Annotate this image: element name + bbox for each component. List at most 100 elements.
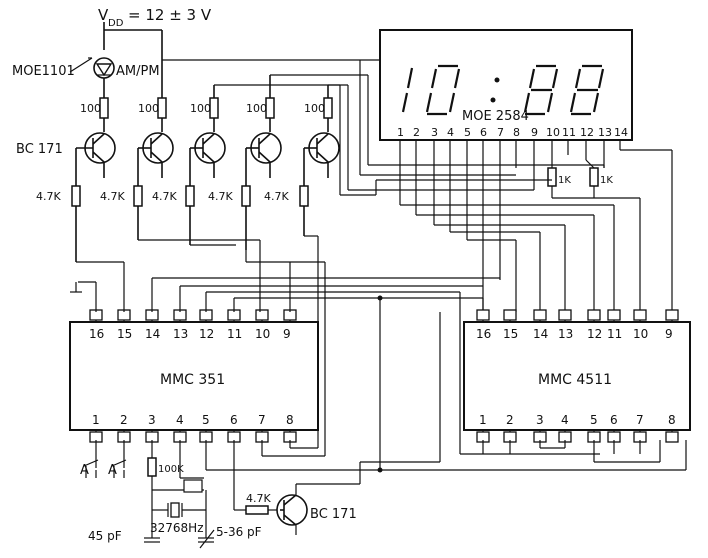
mmc351-bottom-pin-label: 6 (230, 413, 238, 427)
mmc351-top-pin-label: 16 (89, 327, 104, 341)
mmc4511-top-pin-label: 12 (587, 327, 602, 341)
mmc351-bottom-pin-label: 2 (120, 413, 128, 427)
display-pin-leads: 1K 1K (399, 140, 673, 312)
switch-a-2: A (108, 440, 127, 478)
transistor-bottom: BC 171 (276, 494, 357, 526)
display-pin-label: 4 (447, 126, 454, 139)
transistor-3 (190, 132, 226, 164)
resistor-4k7-4 (241, 148, 251, 250)
mmc4511-top-pin-label: 10 (633, 327, 648, 341)
svg-text:BC 171: BC 171 (310, 507, 357, 522)
svg-text:1K: 1K (600, 175, 613, 186)
mmc4511-top-pin-12 (587, 309, 601, 321)
mmc4511-top-pin-16 (476, 309, 490, 321)
svg-text:100K: 100K (158, 464, 184, 475)
svg-text:V: V (98, 6, 109, 24)
display-pin-label: 12 (580, 126, 594, 139)
mmc4511-bottom-pin-label: 8 (668, 413, 676, 427)
mmc4511-bottom-pin-label: 3 (536, 413, 544, 427)
svg-text:100: 100 (246, 102, 267, 115)
mmc351-top-pin-label: 10 (255, 327, 270, 341)
display-pin-label: 10 (546, 126, 560, 139)
mmc351-top-pin-10 (255, 309, 269, 321)
display-pin-label: 14 (614, 126, 628, 139)
resistor-4k7-5 (299, 148, 309, 236)
digit-4 (569, 64, 605, 116)
display-pin-label: 8 (513, 126, 520, 139)
transistor-5 (304, 132, 340, 164)
svg-text:DD: DD (108, 18, 124, 29)
svg-text:1K: 1K (558, 175, 571, 186)
mmc351-bottom-pin-label: 7 (258, 413, 266, 427)
svg-text:100: 100 (80, 102, 101, 115)
mmc351-top-pin-label: 15 (117, 327, 132, 341)
mmc4511-bottom-pin-label: 1 (479, 413, 487, 427)
mmc351-bottom-pin-label: 8 (286, 413, 294, 427)
mmc4511-top-pin-10 (633, 309, 647, 321)
mmc4511-top-pin-13 (558, 309, 572, 321)
mmc4511-bottom-pin-label: 2 (506, 413, 514, 427)
svg-text:100: 100 (138, 102, 159, 115)
display-pin-label: 7 (497, 126, 504, 139)
display-pin-label: 5 (464, 126, 471, 139)
svg-text:45 pF: 45 pF (88, 529, 122, 543)
resistor-100-4 (265, 75, 275, 132)
resistor-100-5 (323, 85, 333, 132)
svg-text:4.7K: 4.7K (152, 190, 177, 203)
capacitor-5-36pf: 5-36 pF (198, 525, 262, 549)
svg-text:AM/PM: AM/PM (116, 64, 160, 79)
display-pin-label: 3 (431, 126, 438, 139)
mmc4511-top-pin-label: 13 (558, 327, 573, 341)
mmc4511-top-pin-14 (533, 309, 547, 321)
mmc351-bottom-pin-label: 4 (176, 413, 184, 427)
mmc4511-top-pin-label: 16 (476, 327, 491, 341)
digit-3 (523, 64, 559, 116)
display-pin-label: 9 (531, 126, 538, 139)
bottom-wiring: A A 100K 32768Hz (80, 236, 687, 549)
svg-text:4.7K: 4.7K (36, 190, 61, 203)
svg-text:= 12 ± 3 V: = 12 ± 3 V (128, 6, 212, 24)
transistor-bank: 100 100 100 100 100 BC 171 4.7K 4.7K 4.7… (16, 60, 340, 262)
svg-text:5-36 pF: 5-36 pF (216, 525, 262, 539)
svg-text:A: A (108, 463, 117, 478)
display-pin-label: 6 (480, 126, 487, 139)
mmc4511-top-pin-label: 14 (533, 327, 548, 341)
svg-text:MMC 4511: MMC 4511 (538, 372, 612, 388)
resistor-4k7-2 (133, 148, 143, 240)
svg-text:4.7K: 4.7K (100, 190, 125, 203)
led-moe1101: MOE1101 AM/PM (12, 57, 160, 79)
resistor-100-3 (209, 85, 219, 132)
transistor-4 (246, 132, 282, 164)
display-colon (490, 77, 500, 103)
mmc351-top-pin-label: 9 (283, 327, 291, 341)
mmc351-top-pin-label: 12 (199, 327, 214, 341)
mmc4511-bottom-pin-8 (665, 431, 679, 443)
display-bus (162, 59, 615, 312)
mmc4511-bottom-pin-label: 4 (561, 413, 569, 427)
svg-text:32768Hz: 32768Hz (150, 521, 204, 535)
mmc4511-top-pin-15 (503, 309, 517, 321)
resistor-4k7-3 (185, 148, 195, 245)
svg-text:BC 171: BC 171 (16, 142, 63, 157)
mmc351-bottom-pin-label: 1 (92, 413, 100, 427)
mmc4511-top-pin-label: 9 (665, 327, 673, 341)
display-pin-label: 1 (397, 126, 404, 139)
mmc351-top-pin-label: 14 (145, 327, 160, 341)
switch-a-1: A (80, 440, 99, 478)
resistor-100-2 (157, 60, 167, 132)
digit-1 (401, 67, 414, 113)
svg-text:4.7K: 4.7K (208, 190, 233, 203)
svg-text:100: 100 (304, 102, 325, 115)
resistor-4k7-1 (71, 148, 81, 262)
svg-text:4.7K: 4.7K (246, 492, 271, 505)
svg-text:4.7K: 4.7K (264, 190, 289, 203)
capacitor-45pf: 45 pF (88, 528, 160, 543)
mmc4511-bottom-pin-label: 5 (590, 413, 598, 427)
display-pin-label: 13 (598, 126, 612, 139)
mmc351-top-pin-label: 11 (227, 327, 242, 341)
